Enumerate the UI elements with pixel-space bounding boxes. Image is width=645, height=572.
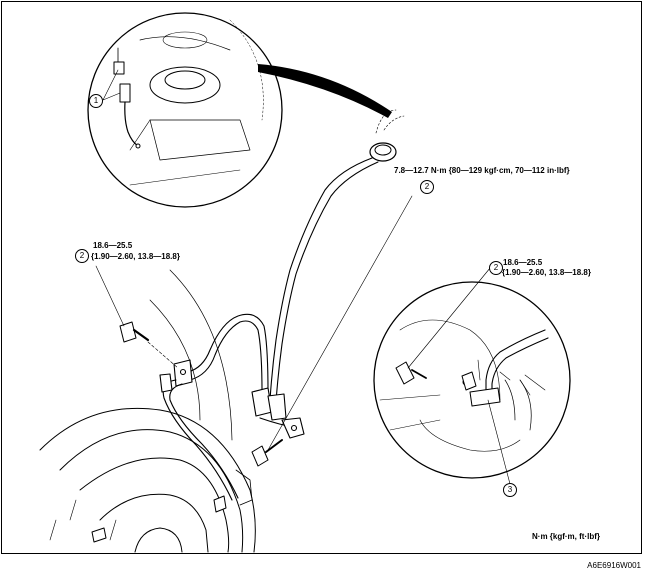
- torque-label-right-2: {1.90—2.60, 13.8—18.8}: [502, 268, 591, 277]
- detail-circle-connector: [87, 12, 283, 208]
- callout-2-top: 2: [420, 180, 434, 194]
- bolt-left: [95, 265, 179, 369]
- callout-2-left: 2: [75, 249, 89, 263]
- units-note: N·m {kgf·m, ft·lbf}: [532, 532, 600, 541]
- bolt-bracket: [251, 195, 413, 467]
- leader-connector: [102, 69, 121, 101]
- harness-grommet: [369, 109, 405, 162]
- figure-code: A6E6916W001: [587, 561, 641, 570]
- callout-1: 1: [89, 94, 103, 108]
- torque-label-left-2: {1.90—2.60, 13.8—18.8}: [91, 252, 180, 261]
- detail-pointer-wedge: [258, 64, 392, 118]
- torque-label-right-1: 18.6—25.5: [503, 258, 543, 267]
- sensor-harness: [159, 157, 379, 501]
- wheel-hub: [39, 269, 256, 553]
- torque-label-top: 7.8—12.7 N·m {80—129 kgf·cm, 70—112 in·l…: [394, 166, 570, 175]
- torque-label-left-1: 18.6—25.5: [93, 241, 133, 250]
- detail-circle-mount: [373, 261, 571, 485]
- callout-2-right: 2: [489, 261, 503, 275]
- callout-3: 3: [503, 483, 517, 497]
